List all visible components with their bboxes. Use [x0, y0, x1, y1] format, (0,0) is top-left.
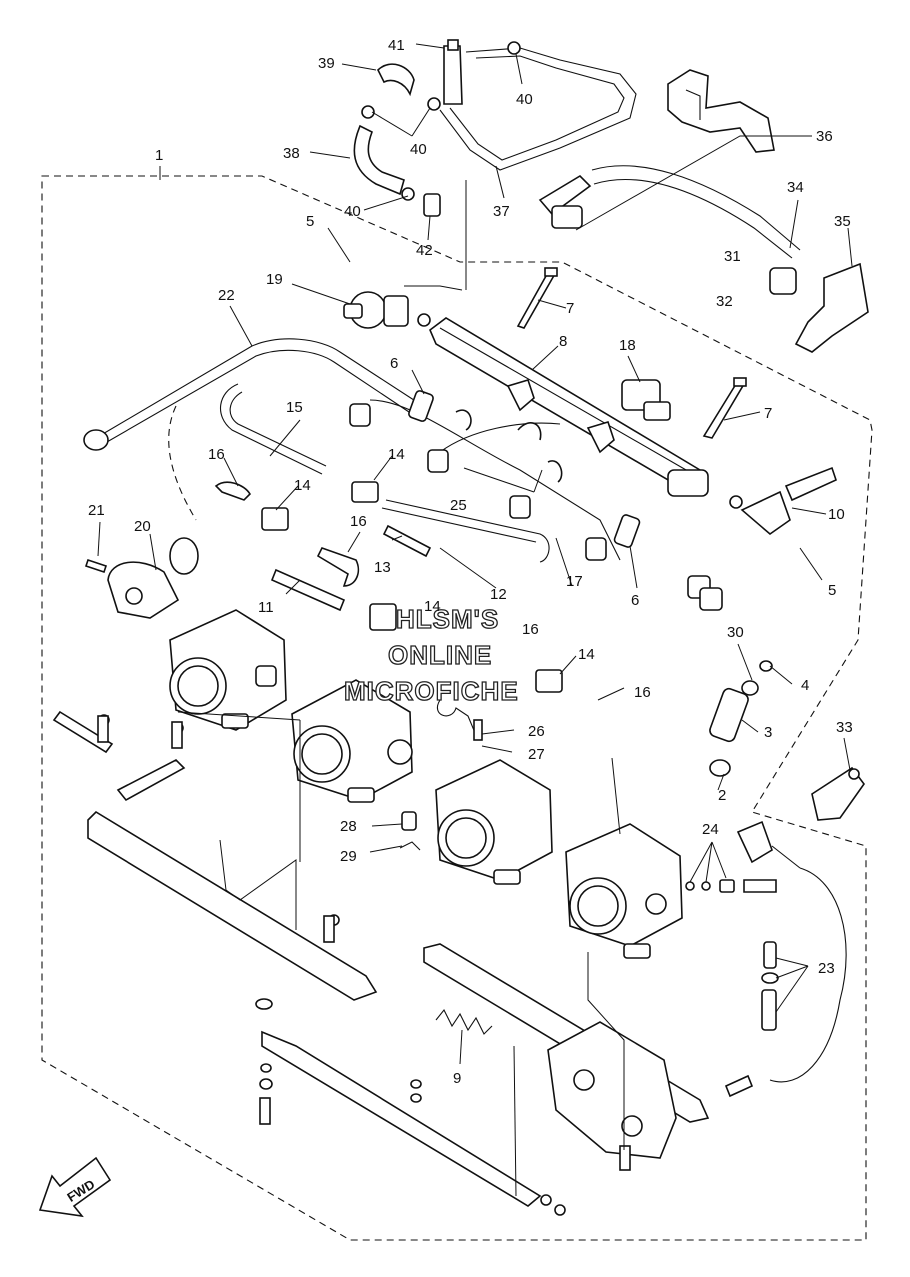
- link-parts: [399, 699, 483, 851]
- clamp-bracket: [794, 262, 869, 353]
- callout-13: 13: [374, 559, 391, 576]
- callout-11: 11: [258, 599, 274, 616]
- callout-33: 33: [836, 719, 853, 736]
- callout-14-d: 14: [578, 646, 595, 663]
- callout-29: 29: [340, 848, 357, 865]
- callout-18: 18: [619, 337, 636, 354]
- callout-labels: 1 39 41 40 40 38 40 42 37 36 34 35 5 31 …: [88, 37, 853, 1087]
- callout-24: 24: [702, 821, 719, 838]
- solenoid-valves: [261, 481, 563, 693]
- callout-32: 32: [716, 293, 733, 310]
- callout-39: 39: [318, 55, 335, 72]
- callout-16-c: 16: [522, 621, 539, 638]
- callout-40-low: 40: [344, 203, 361, 220]
- callout-26: 26: [528, 723, 545, 740]
- callout-6-right: 6: [631, 592, 639, 609]
- callout-5-right: 5: [828, 582, 836, 599]
- small-hoses: [214, 481, 550, 612]
- callout-30: 30: [727, 624, 744, 641]
- callout-7-right: 7: [764, 405, 772, 422]
- callout-20: 20: [134, 518, 151, 535]
- callout-40-mid: 40: [410, 141, 427, 158]
- callout-23: 23: [818, 960, 835, 977]
- callout-35: 35: [834, 213, 851, 230]
- callout-17: 17: [566, 573, 583, 590]
- joints-6: [408, 390, 641, 548]
- lower-rail-right: [261, 943, 710, 1207]
- callout-14-c: 14: [424, 598, 441, 615]
- callout-16-b: 16: [350, 513, 367, 530]
- injector: [709, 660, 773, 777]
- callout-37: 37: [493, 203, 510, 220]
- callout-14-b: 14: [294, 477, 311, 494]
- throttle-body-3: [435, 759, 553, 885]
- callout-3: 3: [764, 724, 772, 741]
- callout-16-d: 16: [634, 684, 651, 701]
- callout-34: 34: [787, 179, 804, 196]
- callout-27: 27: [528, 746, 545, 763]
- watermark-line-1: HLSM'S: [396, 604, 499, 634]
- callout-16-a: 16: [208, 446, 225, 463]
- watermark-line-3: MICROFICHE: [344, 676, 519, 706]
- callout-40-top: 40: [516, 91, 533, 108]
- callout-19: 19: [266, 271, 283, 288]
- tps-sensor: [84, 537, 199, 619]
- callout-28: 28: [340, 818, 357, 835]
- callout-42: 42: [416, 242, 433, 259]
- pressure-sensor: [621, 379, 671, 421]
- lower-fasteners: [97, 715, 754, 1216]
- assembly-boundary: [41, 175, 873, 1241]
- callout-21: 21: [88, 502, 105, 519]
- callout-12: 12: [490, 586, 507, 603]
- callout-14-a: 14: [388, 446, 405, 463]
- callout-22: 22: [218, 287, 235, 304]
- throttle-body-1: [169, 609, 287, 731]
- callout-41: 41: [388, 37, 405, 54]
- temp-sensor: [740, 466, 837, 536]
- leader-lines: [97, 43, 853, 1197]
- callout-6-top: 6: [390, 355, 398, 372]
- callout-1: 1: [155, 147, 163, 164]
- pressure-regulator: [343, 285, 463, 329]
- canister-bracket: [667, 69, 775, 153]
- callout-9: 9: [453, 1070, 461, 1087]
- callout-4: 4: [801, 677, 809, 694]
- fuel-rail: [429, 317, 743, 509]
- callout-36: 36: [816, 128, 833, 145]
- throttle-body-2: [291, 679, 413, 803]
- return-spring: [435, 1008, 493, 1035]
- callout-38: 38: [283, 145, 300, 162]
- callout-8: 8: [559, 333, 567, 350]
- callout-10: 10: [828, 506, 845, 523]
- hose-15: [219, 383, 327, 475]
- vent-hose: [538, 165, 801, 295]
- hose-group-top: [353, 39, 637, 217]
- bracket-33: [811, 766, 865, 821]
- watermark-line-2: ONLINE: [388, 640, 492, 670]
- callout-5-top: 5: [306, 213, 314, 230]
- rail-bolts: [516, 267, 747, 439]
- fwd-arrow-icon: [38, 1156, 112, 1218]
- wire-harness: [349, 399, 723, 611]
- callout-2: 2: [718, 787, 726, 804]
- breather-hose: [83, 338, 421, 521]
- adjuster-set: [685, 820, 847, 1083]
- watermark: HLSM'S ONLINE MICROFICHE: [343, 603, 519, 706]
- callout-15: 15: [286, 399, 303, 416]
- throttle-body-4: [565, 823, 683, 959]
- callout-25: 25: [450, 497, 467, 514]
- callout-31: 31: [724, 248, 741, 265]
- callout-7-top: 7: [566, 300, 574, 317]
